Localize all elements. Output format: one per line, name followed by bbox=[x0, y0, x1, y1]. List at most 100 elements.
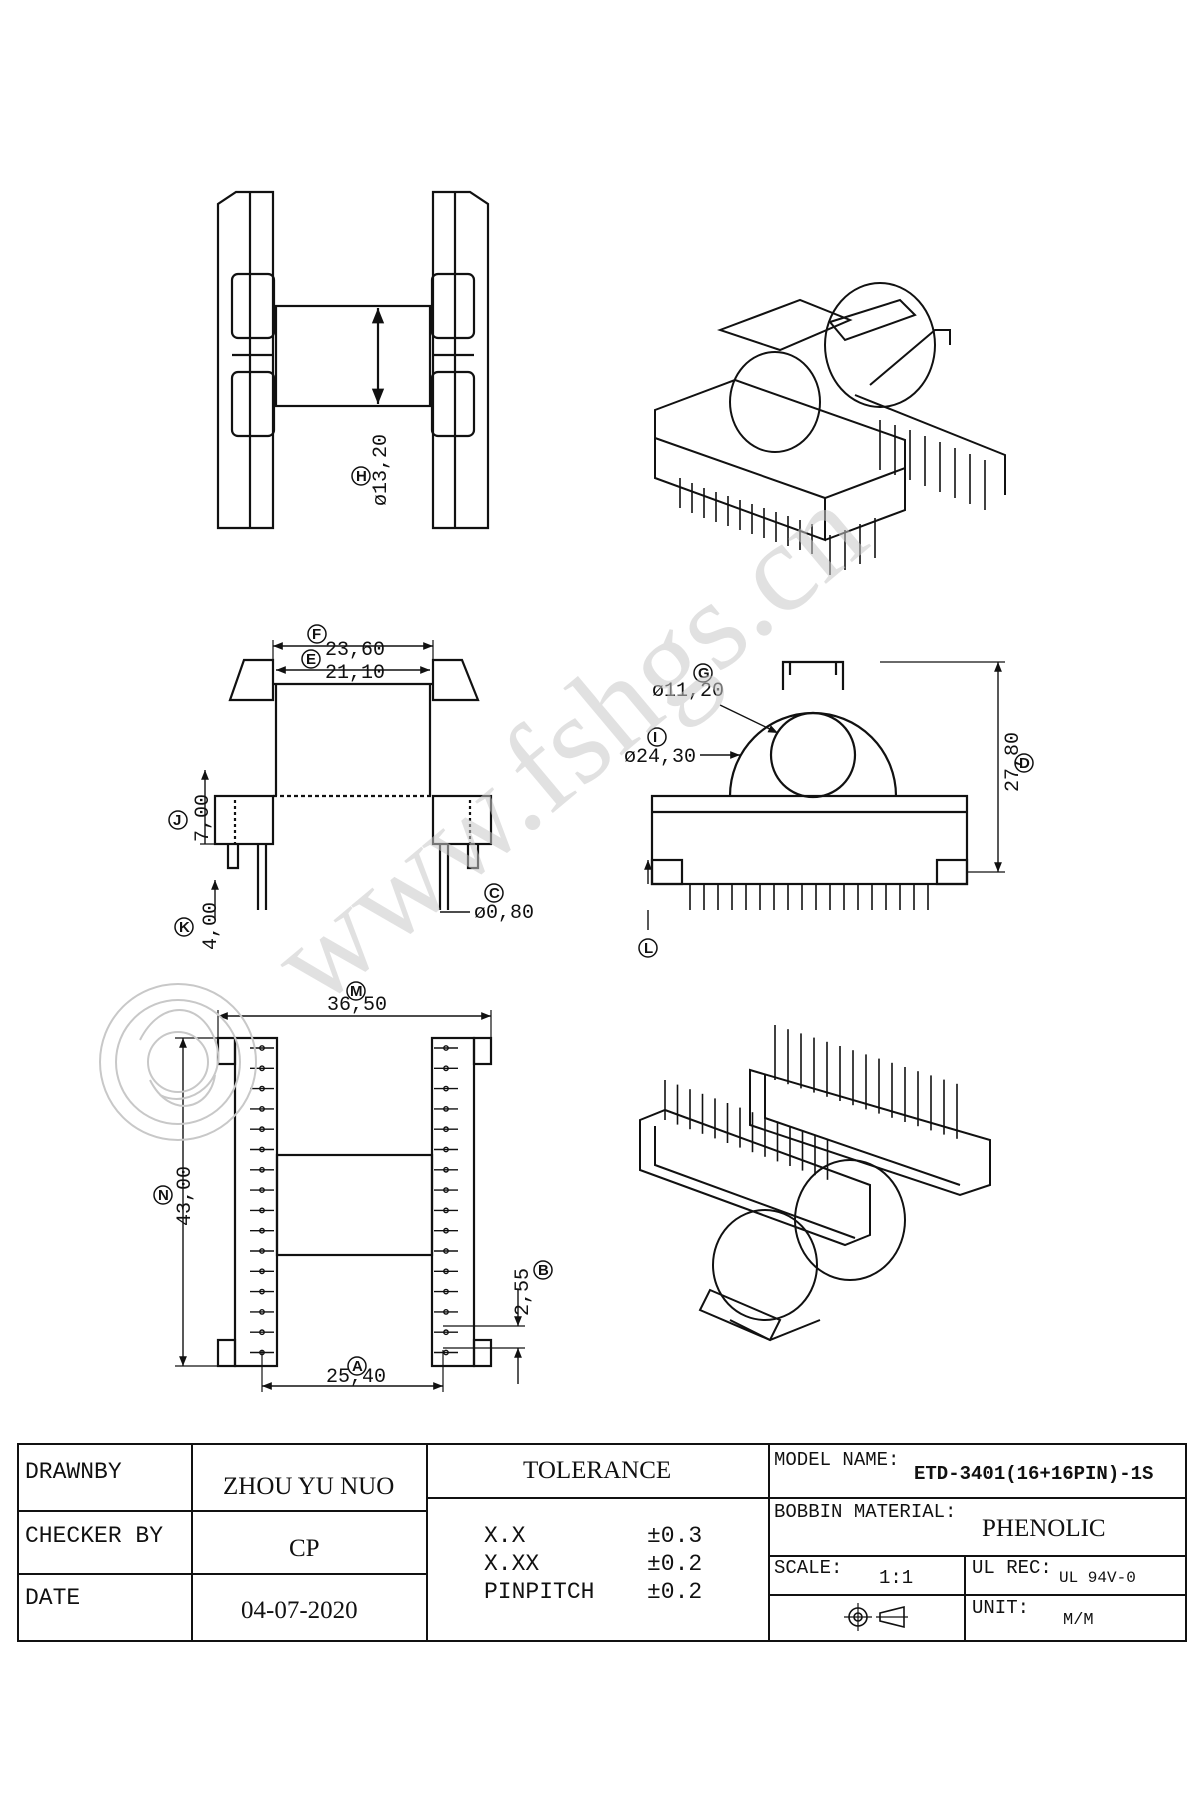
pin-dot bbox=[443, 1329, 449, 1336]
checker-value: CP bbox=[289, 1535, 320, 1562]
pin-dot bbox=[259, 1045, 265, 1051]
divider-h-right1 bbox=[768, 1497, 1187, 1499]
tolerance-name-3: PINPITCH bbox=[484, 1579, 595, 1605]
front-view bbox=[200, 640, 493, 920]
tolerance-name-1: X.X bbox=[484, 1523, 526, 1549]
svg-text:K: K bbox=[179, 919, 190, 936]
dim-b-value: 2,55 bbox=[512, 1268, 535, 1316]
date-value: 04-07-2020 bbox=[241, 1597, 358, 1624]
pin-dot bbox=[443, 1227, 449, 1234]
divider-h-right2 bbox=[768, 1555, 1187, 1557]
pin-dot bbox=[443, 1085, 449, 1092]
top-view-core bbox=[274, 304, 432, 408]
divider-h-left2 bbox=[19, 1573, 426, 1575]
model-label: MODEL NAME: bbox=[774, 1449, 900, 1471]
pin-dot bbox=[259, 1248, 265, 1254]
svg-text:M: M bbox=[350, 983, 363, 1000]
drawn-by-value: ZHOU YU NUO bbox=[223, 1473, 395, 1500]
pin-dot bbox=[443, 1248, 449, 1254]
date-label: DATE bbox=[25, 1585, 81, 1611]
pin-dot bbox=[443, 1065, 449, 1072]
svg-text:C: C bbox=[489, 885, 500, 902]
top-view-right-flange bbox=[431, 190, 490, 530]
pin-dot bbox=[443, 1268, 449, 1275]
top-view-left-flange bbox=[216, 190, 275, 530]
side-view-core bbox=[769, 711, 857, 799]
svg-text:G: G bbox=[698, 665, 710, 682]
divider-h-right3 bbox=[768, 1594, 1187, 1596]
dim-g-leader bbox=[719, 704, 779, 734]
pin-dot bbox=[443, 1187, 449, 1194]
divider-v3 bbox=[768, 1445, 770, 1640]
dim-j-value: 7,00 bbox=[192, 794, 215, 842]
checker-label: CHECKER BY bbox=[25, 1523, 164, 1549]
title-block: DRAWNBY ZHOU YU NUO CHECKER BY CP DATE 0… bbox=[17, 1443, 1187, 1642]
iso-pins-front bbox=[679, 478, 876, 575]
svg-text:B: B bbox=[538, 1262, 549, 1279]
pin-dot bbox=[259, 1227, 265, 1234]
pin-dot bbox=[259, 1187, 265, 1194]
bottom-view-pins-right bbox=[434, 1045, 458, 1356]
tag-k: K bbox=[174, 917, 194, 937]
tolerance-name-2: X.XX bbox=[484, 1551, 540, 1577]
projection-symbol-icon bbox=[844, 1603, 908, 1631]
dim-e-value: 21,10 bbox=[325, 662, 385, 685]
svg-text:A: A bbox=[352, 1358, 363, 1375]
svg-text:N: N bbox=[158, 1187, 169, 1204]
pin-dot bbox=[443, 1126, 449, 1133]
tag-e: E bbox=[301, 649, 321, 669]
divider-v-right bbox=[964, 1555, 966, 1640]
drawn-by-label: DRAWNBY bbox=[25, 1459, 122, 1485]
svg-text:H: H bbox=[356, 468, 367, 485]
pin-dot bbox=[259, 1166, 265, 1173]
tag-l: L bbox=[638, 938, 658, 958]
technical-drawing: ø13,20 H bbox=[99, 190, 1034, 1392]
tag-m: M bbox=[346, 981, 366, 1001]
tag-i: I bbox=[647, 727, 667, 747]
iso2-pins-back bbox=[774, 1025, 958, 1139]
tolerance-value-1: ±0.3 bbox=[647, 1523, 703, 1549]
pin-dot bbox=[443, 1166, 449, 1173]
unit-value: M/M bbox=[1063, 1611, 1094, 1630]
tolerance-value-2: ±0.2 bbox=[647, 1551, 703, 1577]
iso-pins-back bbox=[879, 420, 986, 510]
material-value: PHENOLIC bbox=[982, 1515, 1106, 1542]
tag-d: D bbox=[1014, 753, 1034, 773]
pin-dot bbox=[443, 1146, 449, 1153]
dim-f-value: 23,60 bbox=[325, 639, 385, 662]
pin-dot bbox=[259, 1288, 265, 1295]
dim-g-value: ø11,20 bbox=[652, 680, 724, 703]
pin-dot bbox=[259, 1106, 265, 1112]
scale-label: SCALE: bbox=[774, 1557, 843, 1579]
dim-a-value: 25,40 bbox=[326, 1366, 386, 1389]
iso2-pins-front bbox=[664, 1080, 829, 1180]
pin-dot bbox=[259, 1309, 265, 1315]
scale-value: 1:1 bbox=[879, 1567, 914, 1589]
tag-a: A bbox=[347, 1356, 367, 1376]
bottom-view-pins-left bbox=[250, 1045, 274, 1356]
divider-v1 bbox=[191, 1445, 193, 1640]
svg-text:F: F bbox=[312, 626, 321, 643]
tolerance-value-3: ±0.2 bbox=[647, 1579, 703, 1605]
dim-h-value: ø13,20 bbox=[370, 434, 393, 506]
front-view-right-flange-top bbox=[431, 658, 480, 702]
tag-c: C bbox=[484, 883, 504, 903]
dim-c-value: ø0,80 bbox=[474, 902, 534, 925]
front-view-left-flange-top bbox=[228, 658, 275, 702]
tolerance-label: TOLERANCE bbox=[523, 1457, 672, 1484]
bottom-view bbox=[175, 1010, 525, 1392]
material-label: BOBBIN MATERIAL: bbox=[774, 1501, 957, 1523]
pin-dot bbox=[259, 1085, 265, 1092]
dim-n-value: 43,00 bbox=[174, 1166, 197, 1226]
dim-k-value: 4,00 bbox=[200, 902, 223, 950]
dim-m-value: 36,50 bbox=[327, 994, 387, 1017]
side-view-pins bbox=[689, 884, 929, 910]
ul-label: UL REC: bbox=[972, 1557, 1052, 1579]
svg-text:J: J bbox=[173, 812, 181, 829]
dim-i-value: ø24,30 bbox=[624, 746, 696, 769]
pin-dot bbox=[259, 1126, 265, 1133]
pin-dot bbox=[443, 1309, 449, 1315]
pin-dot bbox=[259, 1065, 265, 1072]
pin-dot bbox=[259, 1268, 265, 1275]
divider-h-tol bbox=[426, 1497, 768, 1499]
